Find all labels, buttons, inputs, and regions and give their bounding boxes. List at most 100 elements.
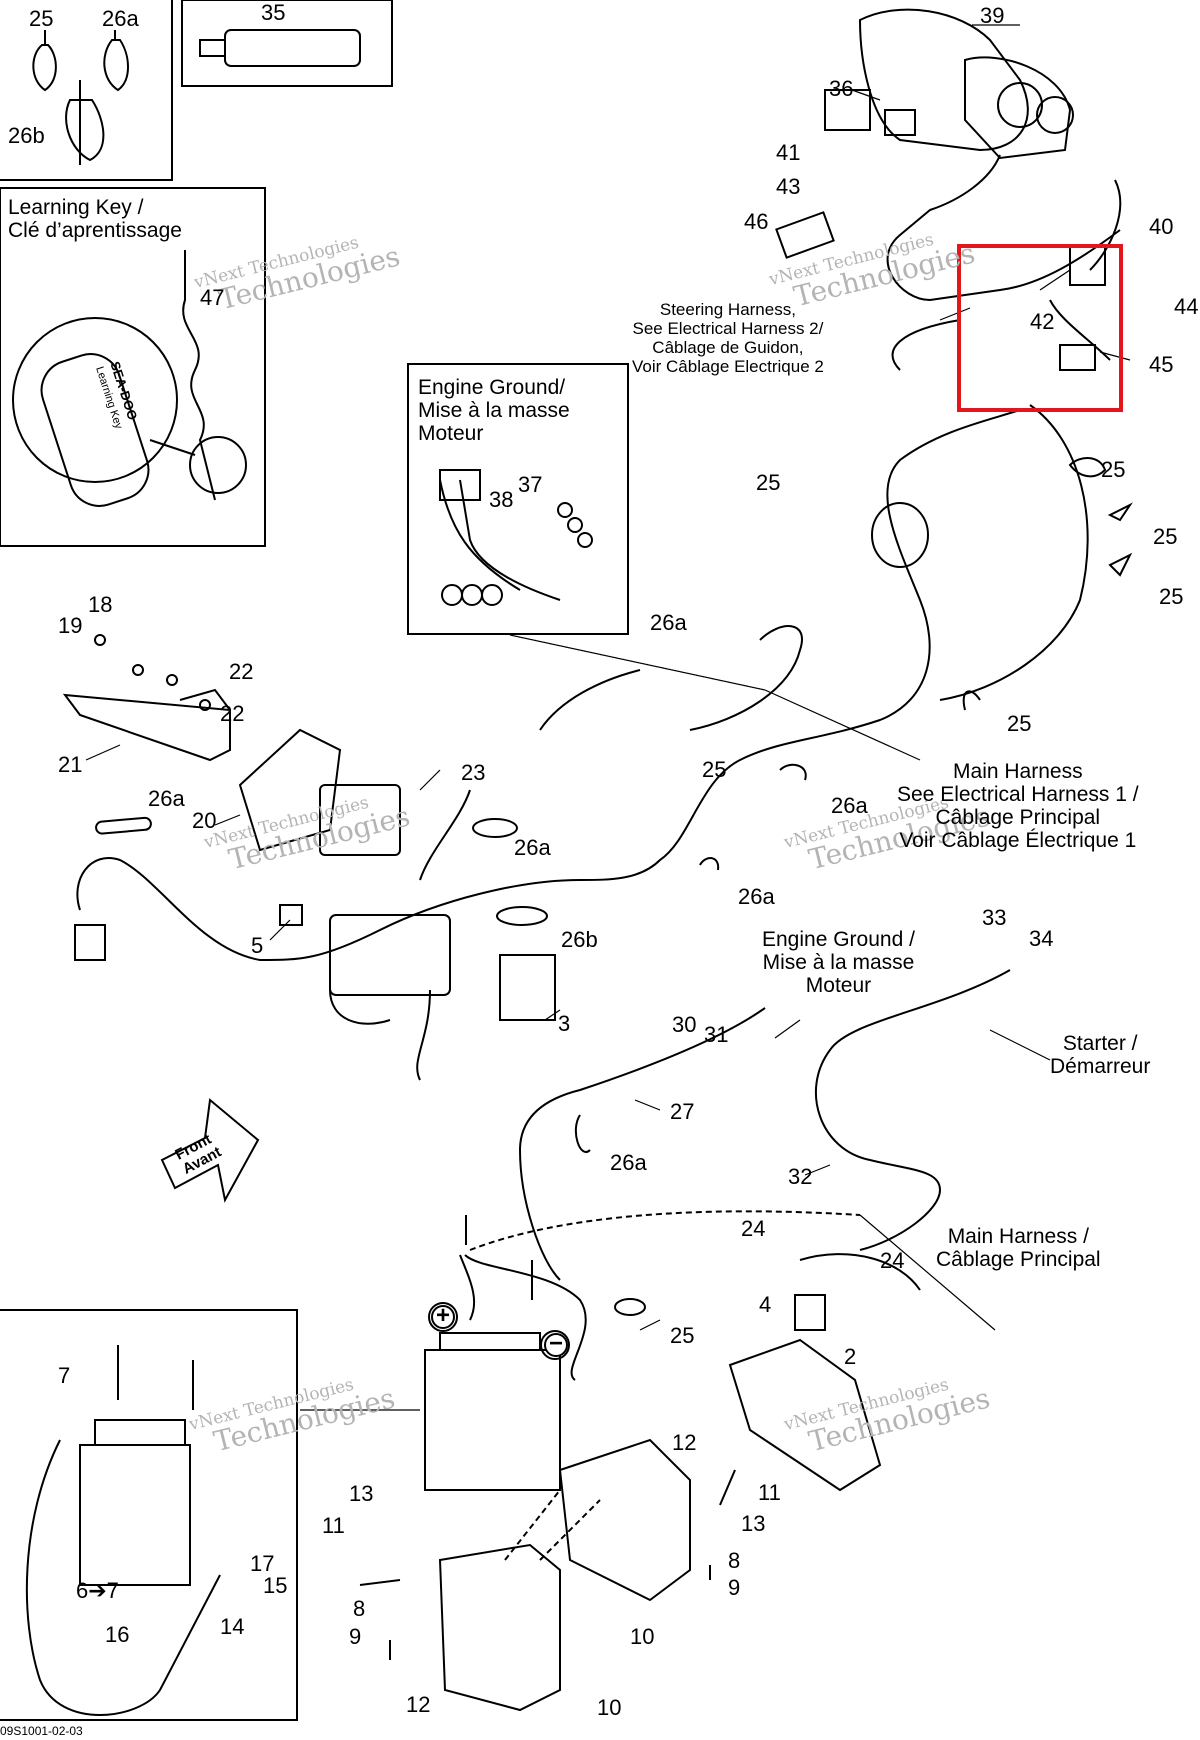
callout: 41: [776, 140, 801, 165]
front-arrow-icon: [160, 1098, 260, 1203]
callout: 13: [349, 1481, 374, 1506]
callout: 22: [229, 659, 254, 684]
callout: 20: [192, 808, 217, 833]
text-line: Câblage Principal: [936, 1248, 1101, 1271]
callout: 32: [788, 1164, 813, 1189]
callout: 22: [220, 701, 245, 726]
callout: 17: [250, 1551, 275, 1576]
callout: 31: [704, 1022, 729, 1047]
callout: 25: [1153, 524, 1178, 549]
callout: 4: [759, 1292, 772, 1317]
callout: 8: [353, 1596, 366, 1621]
cable-tie-26a: [103, 30, 129, 92]
battery-tray-10b: [438, 1543, 561, 1712]
positive-symbol: +: [436, 1302, 451, 1329]
text-line: Mise à la masse: [762, 951, 915, 974]
text-line: Voir Câblage Electrique 2: [632, 357, 824, 376]
callout: 26a: [514, 835, 551, 860]
negative-terminal-icon: [544, 1333, 568, 1357]
text-line: Moteur: [418, 422, 484, 445]
engine-ground-frame: [407, 363, 629, 635]
callout: 26a: [738, 884, 775, 909]
callout: 25: [1007, 711, 1032, 736]
callout: 47: [200, 285, 225, 310]
callout: 26b: [561, 927, 598, 952]
callout: 15: [263, 1573, 288, 1598]
text-line: Steering Harness,: [659, 300, 796, 319]
callout: 18: [88, 592, 113, 617]
callout: 26a: [831, 793, 868, 818]
callout: 7: [58, 1363, 71, 1388]
starter-cable-32: [814, 969, 1011, 1251]
callout: 12: [672, 1430, 697, 1455]
callout: 25: [670, 1323, 695, 1348]
callout: 46: [744, 209, 769, 234]
callout: 10: [630, 1624, 655, 1649]
text-line: Starter /: [1062, 1032, 1138, 1055]
ground-cable-27: [518, 1007, 766, 1281]
callout: 42: [1030, 309, 1055, 334]
callout: 25: [756, 470, 781, 495]
callout: 6➔7: [76, 1578, 119, 1603]
voltage-regulator-3: [499, 954, 556, 1021]
callout: 43: [776, 174, 801, 199]
callout: 26b: [8, 123, 45, 148]
callout: 19: [58, 613, 83, 638]
callout: 25: [1101, 457, 1126, 482]
main-harness-2-label: Main Harness / Câblage Principal: [936, 1225, 1101, 1271]
text-line: Learning Key /: [8, 196, 144, 219]
callout: 9: [349, 1624, 362, 1649]
callout: 13: [741, 1511, 766, 1536]
callout: 39: [980, 3, 1005, 28]
text-line: See Electrical Harness 1 /: [897, 783, 1139, 806]
text-line: Clé d’aprentissage: [8, 219, 182, 242]
callout: 24: [880, 1248, 905, 1273]
callout: 38: [489, 487, 514, 512]
callout: 2: [844, 1344, 857, 1369]
callout: 25: [702, 757, 727, 782]
mpem-bracket: [238, 728, 342, 852]
text-line: See Electrical Harness 2/: [632, 319, 824, 338]
steering-harness-label: Steering Harness, See Electrical Harness…: [632, 300, 824, 376]
callout: 11: [758, 1480, 781, 1505]
text-line: Voir Câblage Électrique 1: [899, 829, 1137, 852]
callout: 40: [1149, 214, 1174, 239]
callout: 34: [1029, 926, 1054, 951]
text-line: Engine Ground/: [418, 376, 566, 399]
learning-key-frame: [0, 187, 266, 547]
callout: 44: [1174, 294, 1199, 319]
highlight-box: [957, 244, 1123, 412]
cable-tie-26b: [65, 80, 105, 165]
key-tag-zoom: [12, 317, 178, 483]
text-line: Démarreur: [1050, 1055, 1151, 1078]
callout: 9: [728, 1575, 741, 1600]
grease-tube-frame: [181, 0, 393, 87]
callout: 36: [829, 76, 854, 101]
callout: 26a: [148, 786, 185, 811]
callout: 21: [58, 752, 83, 777]
callout: 26a: [610, 1150, 647, 1175]
callout: 25: [1159, 584, 1184, 609]
callout: 26a: [650, 610, 687, 635]
text-line: Câblage Principal: [935, 806, 1101, 829]
starter-label: Starter / Démarreur: [1050, 1032, 1150, 1078]
text-line: Engine Ground /: [762, 928, 915, 951]
callout: 5: [251, 933, 264, 958]
callout: 23: [461, 760, 486, 785]
engine-ground-2-label: Engine Ground / Mise à la masse Moteur: [762, 928, 915, 997]
callout: 35: [261, 0, 286, 25]
callout: 12: [406, 1692, 431, 1717]
parts-inset-frame: [0, 0, 173, 181]
steering-harness: [886, 154, 1122, 302]
negative-symbol: −: [549, 1330, 564, 1357]
text-line: Main Harness /: [947, 1225, 1089, 1248]
engine-ground-label: Engine Ground/ Mise à la masse Moteur: [418, 376, 570, 445]
text-line: Main Harness: [953, 760, 1083, 783]
callout: 24: [741, 1216, 766, 1241]
callout: 16: [105, 1622, 130, 1647]
callout: 27: [670, 1099, 695, 1124]
harness-grommet: [871, 502, 929, 568]
solenoid-bracket-2: [728, 1338, 882, 1492]
battery-main: [424, 1349, 561, 1491]
